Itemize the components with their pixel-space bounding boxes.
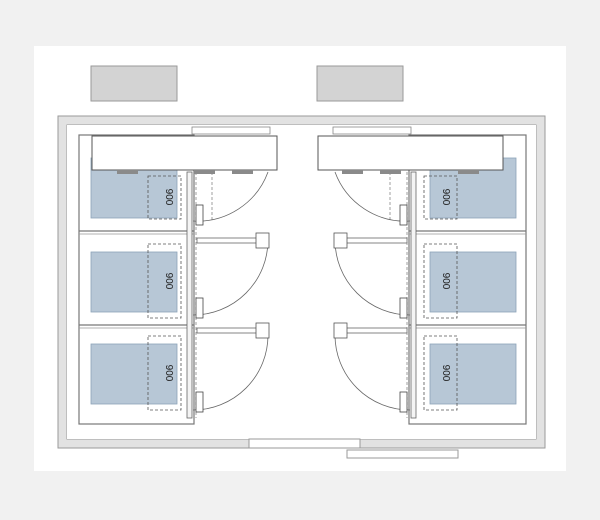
left-door-frame <box>186 171 193 419</box>
left-dimension-box-3 <box>147 335 182 411</box>
left-wall-fixture <box>191 126 271 135</box>
left-cabins-frame <box>78 134 195 425</box>
left-counter-fitting-1 <box>117 170 138 174</box>
right-door-swing-2 <box>334 239 411 316</box>
right-counter-fitting-1 <box>342 170 363 174</box>
left-handle-2 <box>255 322 270 339</box>
right-hinge-b <box>399 297 408 319</box>
left-handrail-2 <box>196 327 260 334</box>
right-counter <box>317 135 504 171</box>
left-dimension-box-2 <box>147 243 182 319</box>
entrance-mat <box>346 449 459 459</box>
right-dimension-box-1 <box>423 175 458 220</box>
top-shelf-left <box>90 65 178 102</box>
left-room-3-dimension: 900 <box>163 365 174 382</box>
left-door-swing-2 <box>192 239 269 316</box>
right-room-1-dimension: 900 <box>440 189 451 206</box>
right-bed-3 <box>429 343 517 405</box>
right-counter-fitting-2 <box>380 170 401 174</box>
left-room-1-dimension: 900 <box>163 189 174 206</box>
right-handle-1 <box>333 232 348 249</box>
right-cabins-frame <box>408 134 527 425</box>
right-handle-2 <box>333 322 348 339</box>
right-handrail-2 <box>344 327 408 334</box>
right-cabin-column: 900 900 900 <box>317 126 527 425</box>
left-hinge-c <box>195 391 204 413</box>
right-counter-fitting-3 <box>458 170 479 174</box>
right-hinge-c <box>399 391 408 413</box>
right-room-2-dimension: 900 <box>440 273 451 290</box>
entrance-opening <box>248 438 361 449</box>
left-handrail-1 <box>196 237 260 244</box>
right-door-swing-1 <box>334 171 411 222</box>
left-dimension-box-1 <box>147 175 182 220</box>
left-hinge-a <box>195 204 204 226</box>
left-counter-fitting-2 <box>194 170 215 174</box>
left-cabin-column: 900 900 900 <box>78 126 278 425</box>
right-dimension-box-2 <box>423 243 458 319</box>
left-handle-1 <box>255 232 270 249</box>
left-door-swing-3 <box>192 334 269 411</box>
left-room-2-dimension: 900 <box>163 273 174 290</box>
right-hinge-a <box>399 204 408 226</box>
left-hinge-b <box>195 297 204 319</box>
right-room-3-dimension: 900 <box>440 365 451 382</box>
left-door-swing-1 <box>192 171 269 222</box>
right-door-swing-3 <box>334 334 411 411</box>
left-counter <box>91 135 278 171</box>
right-bed-2 <box>429 251 517 313</box>
right-wall-fixture <box>332 126 412 135</box>
top-shelf-right <box>316 65 404 102</box>
right-door-frame <box>410 171 417 419</box>
left-bed-2 <box>90 251 178 313</box>
left-counter-fitting-3 <box>232 170 253 174</box>
right-dimension-box-3 <box>423 335 458 411</box>
right-handrail-1 <box>344 237 408 244</box>
left-bed-3 <box>90 343 178 405</box>
